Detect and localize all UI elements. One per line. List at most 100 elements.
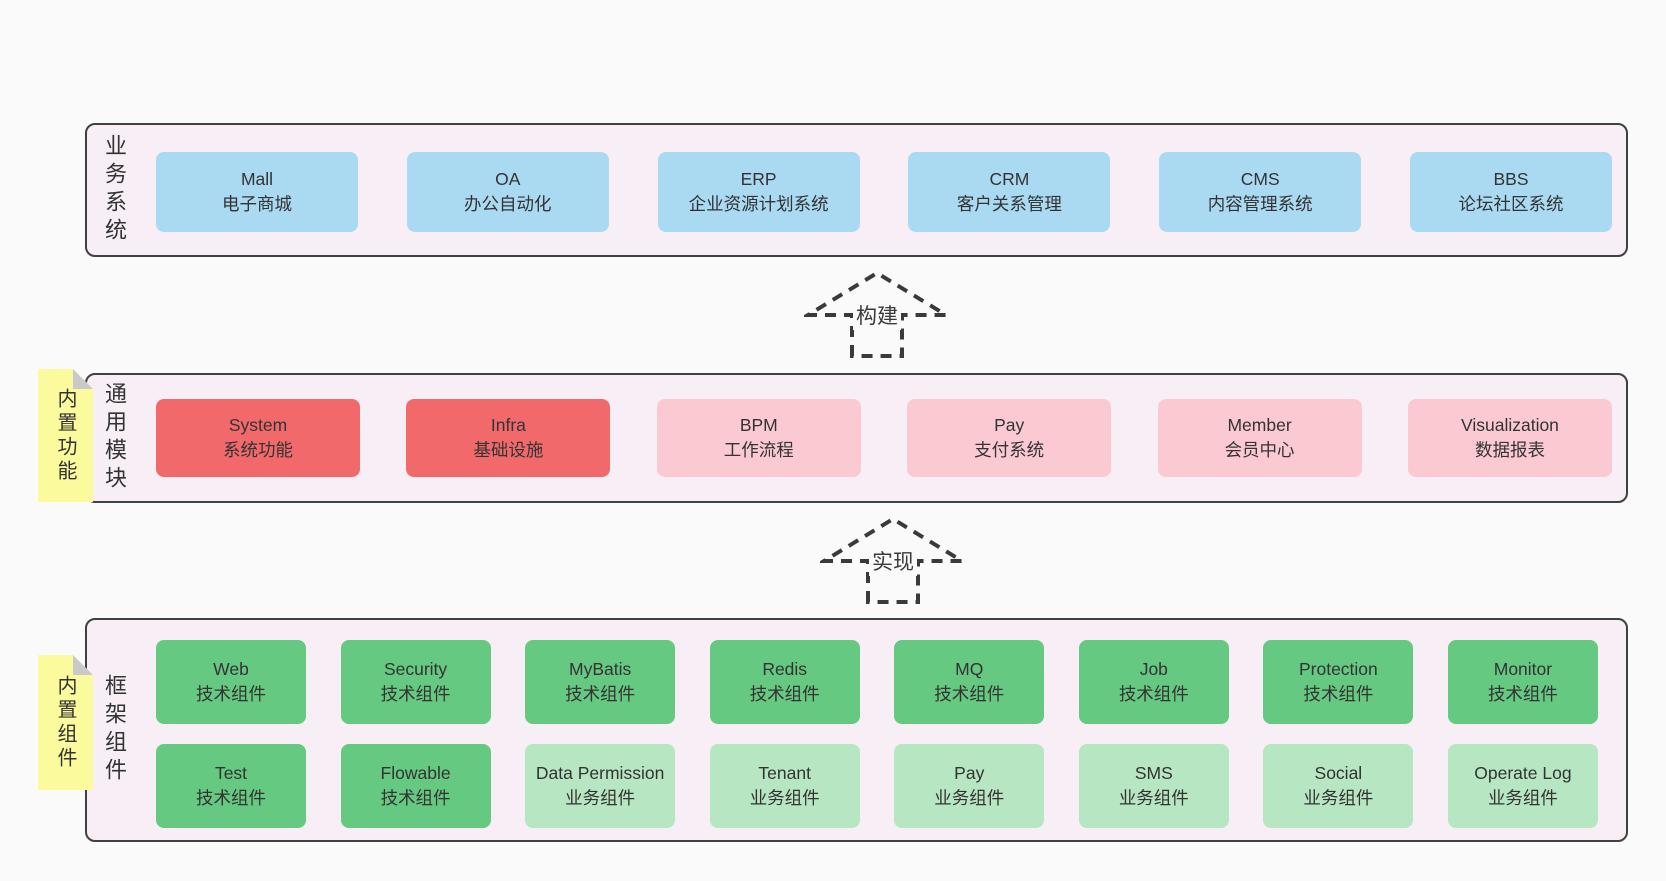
box-test: Test 技术组件: [156, 744, 306, 828]
box-mq: MQ 技术组件: [894, 640, 1045, 724]
box-sms: SMS 业务组件: [1078, 744, 1229, 828]
box-title: Monitor: [1493, 659, 1553, 679]
box-title: Infra: [490, 415, 526, 435]
box-title: Web: [213, 659, 249, 679]
box-title: Tenant: [758, 763, 811, 783]
box-subtitle: 数据报表: [1474, 440, 1545, 460]
box-visualization: Visualization 数据报表: [1407, 399, 1612, 477]
module-boxes-row: System 系统功能 Infra 基础设施 BPM 工作流程 Pay 支付系统…: [156, 399, 1612, 477]
box-subtitle: 电子商城: [222, 194, 292, 214]
business-systems-band: 业务系统 Mall 电子商城 OA 办公自动化 ERP 企业资源计划系统 CRM…: [85, 123, 1628, 257]
box-title: BBS: [1493, 169, 1529, 189]
band-label-components: 框架组件: [102, 674, 127, 786]
box-subtitle: 业务组件: [934, 788, 1005, 808]
box-operate-log: Operate Log 业务组件: [1447, 744, 1598, 828]
box-subtitle: 技术组件: [1487, 684, 1558, 704]
box-title: Social: [1314, 763, 1363, 783]
common-modules-band: 通用模块 System 系统功能 Infra 基础设施 BPM 工作流程 Pay…: [85, 373, 1628, 503]
arrow-implement: 实现: [820, 515, 966, 605]
box-redis: Redis 技术组件: [709, 640, 860, 724]
box-title: Test: [214, 763, 248, 783]
box-title: OA: [495, 169, 521, 189]
box-title: MQ: [955, 659, 984, 679]
arrow-implement-label: 实现: [869, 546, 917, 576]
box-subtitle: 会员中心: [1224, 440, 1295, 460]
sticky-note-text: 内置功能: [54, 387, 76, 484]
box-title: Visualization: [1460, 415, 1559, 435]
framework-components-band: 框架组件 Web 技术组件 Security 技术组件 MyBatis 技术组件…: [85, 618, 1628, 842]
box-system: System 系统功能: [156, 399, 360, 477]
box-bbs: BBS 论坛社区系统: [1409, 152, 1612, 232]
box-title: Data Permission: [535, 763, 665, 783]
box-title: Job: [1139, 659, 1168, 679]
box-subtitle: 办公自动化: [464, 194, 552, 214]
box-subtitle: 技术组件: [196, 788, 266, 808]
box-subtitle: 技术组件: [749, 684, 820, 704]
box-subtitle: 业务组件: [1118, 788, 1189, 808]
box-subtitle: 技术组件: [196, 684, 266, 704]
box-protection: Protection 技术组件: [1263, 640, 1414, 724]
box-subtitle: 客户关系管理: [956, 194, 1062, 214]
box-title: Protection: [1298, 659, 1378, 679]
box-data-permission: Data Permission 业务组件: [525, 744, 676, 828]
box-pay: Pay 支付系统: [907, 399, 1112, 477]
box-subtitle: 技术组件: [934, 684, 1005, 704]
band-label-modules: 通用模块: [102, 382, 127, 494]
box-flowable: Flowable 技术组件: [340, 744, 491, 828]
box-subtitle: 内容管理系统: [1207, 194, 1313, 214]
sticky-note-built-in-features: 内置功能: [38, 369, 93, 502]
box-title: ERP: [740, 169, 777, 189]
box-subtitle: 基础设施: [473, 440, 544, 460]
box-title: Member: [1227, 415, 1292, 435]
box-cms: CMS 内容管理系统: [1159, 152, 1362, 232]
box-title: Mall: [240, 169, 274, 189]
box-title: System: [228, 415, 288, 435]
box-subtitle: 业务组件: [1303, 788, 1374, 808]
business-boxes-row: Mall 电子商城 OA 办公自动化 ERP 企业资源计划系统 CRM 客户关系…: [156, 152, 1612, 232]
components-row-1: Web 技术组件 Security 技术组件 MyBatis 技术组件 Redi…: [156, 640, 1598, 724]
box-subtitle: 业务组件: [565, 788, 636, 808]
box-mall: Mall 电子商城: [156, 152, 358, 232]
box-subtitle: 论坛社区系统: [1458, 194, 1564, 214]
box-subtitle: 工作流程: [723, 440, 794, 460]
box-job: Job 技术组件: [1078, 640, 1229, 724]
box-title: Pay: [954, 763, 985, 783]
box-subtitle: 系统功能: [223, 440, 293, 460]
box-social: Social 业务组件: [1263, 744, 1414, 828]
sticky-note-built-in-components: 内置组件: [38, 655, 93, 790]
box-subtitle: 技术组件: [380, 684, 451, 704]
box-subtitle: 企业资源计划系统: [688, 194, 829, 214]
box-subtitle: 支付系统: [974, 440, 1045, 460]
box-member: Member 会员中心: [1157, 399, 1362, 477]
box-subtitle: 业务组件: [749, 788, 820, 808]
sticky-note-text: 内置组件: [54, 674, 76, 771]
box-monitor: Monitor 技术组件: [1447, 640, 1598, 724]
box-title: CRM: [989, 169, 1030, 189]
band-label-business: 业务系统: [102, 134, 127, 246]
box-title: BPM: [739, 415, 778, 435]
box-tenant: Tenant 业务组件: [709, 744, 860, 828]
box-subtitle: 技术组件: [1303, 684, 1374, 704]
box-title: Flowable: [380, 763, 451, 783]
box-subtitle: 技术组件: [565, 684, 636, 704]
box-pay-biz: Pay 业务组件: [894, 744, 1045, 828]
box-crm: CRM 客户关系管理: [908, 152, 1111, 232]
box-title: Redis: [762, 659, 808, 679]
box-subtitle: 技术组件: [380, 788, 451, 808]
arrow-build: 构建: [804, 269, 950, 359]
box-bpm: BPM 工作流程: [656, 399, 861, 477]
box-mybatis: MyBatis 技术组件: [525, 640, 676, 724]
box-title: Operate Log: [1474, 763, 1572, 783]
box-subtitle: 技术组件: [1118, 684, 1189, 704]
box-web: Web 技术组件: [156, 640, 306, 724]
box-subtitle: 业务组件: [1487, 788, 1558, 808]
box-title: Pay: [994, 415, 1025, 435]
box-title: Security: [383, 659, 448, 679]
box-erp: ERP 企业资源计划系统: [657, 152, 860, 232]
box-title: MyBatis: [569, 659, 632, 679]
box-security: Security 技术组件: [340, 640, 491, 724]
box-title: SMS: [1134, 763, 1173, 783]
box-infra: Infra 基础设施: [406, 399, 611, 477]
box-oa: OA 办公自动化: [406, 152, 609, 232]
arrow-build-label: 构建: [853, 300, 901, 330]
